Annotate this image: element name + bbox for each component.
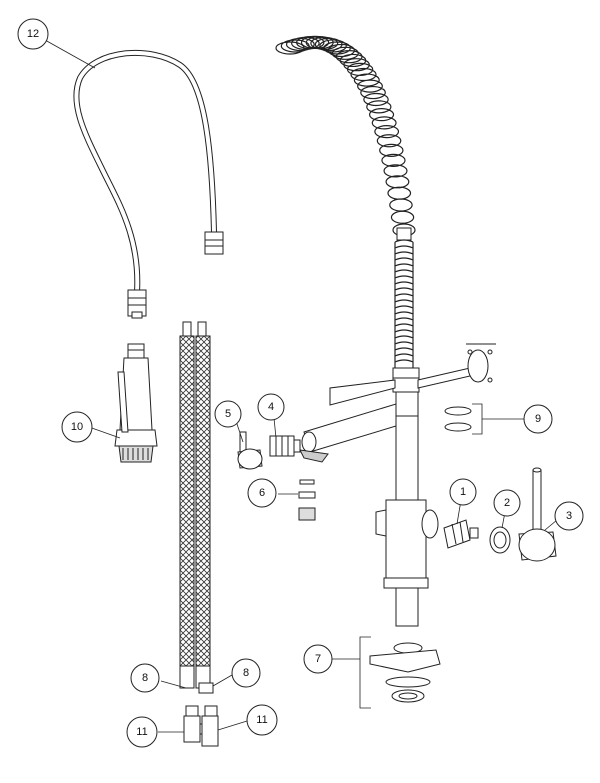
callout-1: 1 xyxy=(449,478,477,506)
callout-10: 10 xyxy=(61,411,93,443)
callout-10-label: 10 xyxy=(71,421,83,433)
callout-8-right: 8 xyxy=(231,658,261,688)
callouts: 12 10 5 4 6 1 2 3 xyxy=(17,18,584,748)
callout-4-label: 4 xyxy=(268,401,274,413)
spout-part xyxy=(299,403,397,463)
braided-supply-hoses-part xyxy=(179,321,214,694)
callout-3: 3 xyxy=(554,501,584,531)
callout-2: 2 xyxy=(493,489,521,517)
callout-6-label: 6 xyxy=(259,487,265,499)
small-handle-part xyxy=(237,431,263,470)
callout-9: 9 xyxy=(523,404,553,434)
leader-lines xyxy=(44,39,558,733)
callout-2-label: 2 xyxy=(504,497,510,509)
callout-8-left: 8 xyxy=(130,663,160,693)
callout-6: 6 xyxy=(247,478,277,508)
spring-column-part xyxy=(275,35,420,503)
spray-head-part xyxy=(114,343,158,463)
flexible-hose-part xyxy=(73,49,224,319)
mixer-body-part xyxy=(375,499,439,627)
lever-handle-part xyxy=(518,467,557,562)
callout-7-label: 7 xyxy=(315,653,321,665)
callout-5: 5 xyxy=(214,400,242,428)
callout-11-right-label: 11 xyxy=(256,714,267,726)
callout-11-left: 11 xyxy=(126,716,158,748)
callout-8-right-label: 8 xyxy=(243,667,249,679)
callout-11-right: 11 xyxy=(246,704,278,736)
callout-12: 12 xyxy=(17,18,49,50)
seal-parts xyxy=(298,479,316,521)
lever-cartridge-part xyxy=(443,519,479,549)
cartridge-part xyxy=(269,435,301,457)
callout-7: 7 xyxy=(303,644,333,674)
callout-11-left-label: 11 xyxy=(136,726,147,738)
wall-bracket-part xyxy=(329,343,496,432)
callout-9-label: 9 xyxy=(535,413,541,425)
callout-1-label: 1 xyxy=(460,486,466,498)
connectors-part xyxy=(183,705,219,747)
callout-12-label: 12 xyxy=(27,28,39,40)
callout-4: 4 xyxy=(257,393,285,421)
callout-5-label: 5 xyxy=(225,408,231,420)
callout-3-label: 3 xyxy=(566,510,572,522)
callout-8-left-label: 8 xyxy=(142,672,148,684)
mounting-kit-part xyxy=(369,642,441,703)
lock-nut-part xyxy=(489,526,511,554)
